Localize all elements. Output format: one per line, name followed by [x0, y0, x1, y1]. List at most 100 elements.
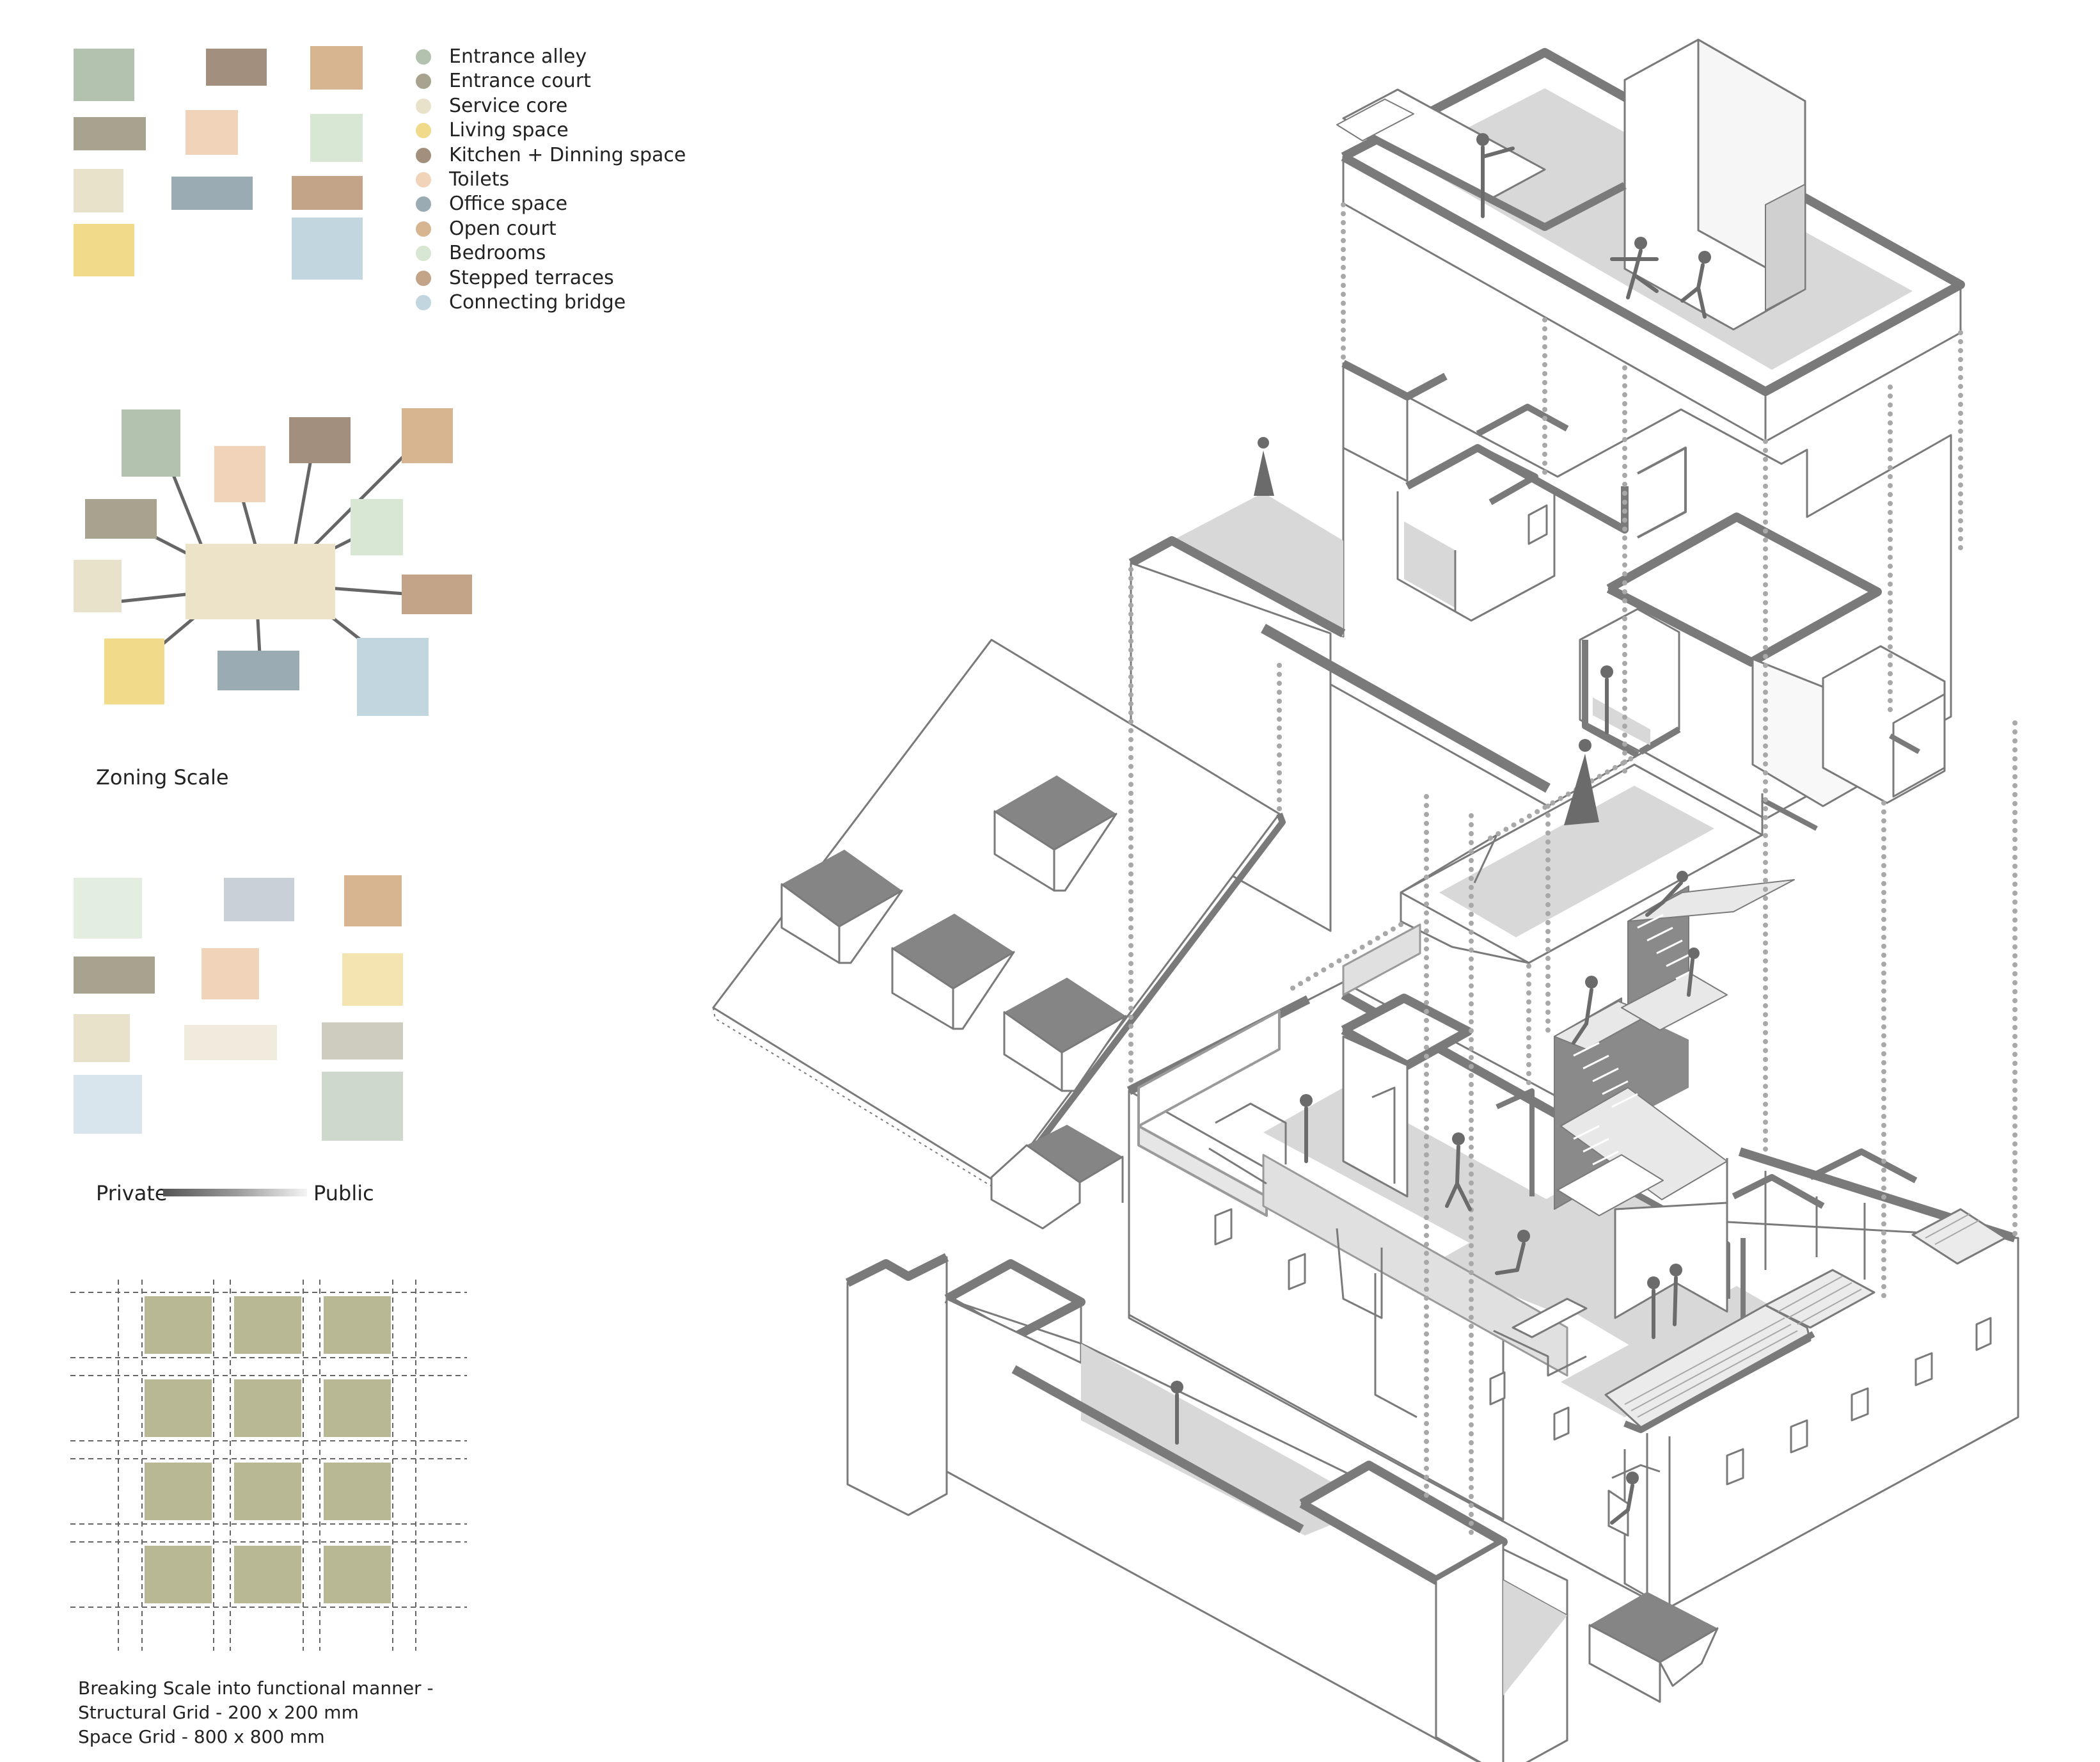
legend-dot — [416, 172, 431, 187]
person-figure — [1670, 1264, 1682, 1326]
legend-dot — [416, 196, 431, 212]
private-label: Private — [96, 1181, 168, 1205]
swatch — [224, 878, 294, 921]
legend-item: Service core — [416, 94, 567, 118]
legend-item: Open court — [416, 217, 557, 241]
swatch — [201, 948, 259, 999]
legend-item: Bedrooms — [416, 241, 546, 266]
dotted-alignment-lines — [1128, 202, 2017, 1538]
grid-cell — [145, 1379, 212, 1437]
zoning-caption: Zoning Scale — [96, 765, 229, 790]
legend-label: Office space — [449, 193, 568, 215]
person-figure — [1647, 1276, 1660, 1339]
person-figure — [1254, 437, 1274, 496]
vertical-louvres — [1137, 923, 1568, 1377]
privacy-gradient-bar — [163, 1189, 307, 1196]
grid-note-3: Space Grid - 800 x 800 mm — [78, 1726, 325, 1747]
zone-open-court — [402, 408, 453, 463]
swatch — [344, 875, 402, 926]
swatch — [74, 1075, 142, 1134]
entrance-alley-level — [845, 1253, 1719, 1762]
grid-cell — [234, 1463, 301, 1520]
legend-label: Kitchen + Dinning space — [449, 144, 686, 166]
legend-item: Stepped terraces — [416, 266, 614, 290]
grid-cell — [324, 1546, 391, 1603]
legend-label: Entrance alley — [449, 45, 587, 68]
legend-dot — [416, 246, 431, 261]
legend-item: Entrance court — [416, 69, 591, 93]
skylight — [1003, 978, 1127, 1092]
grid-note-1: Breaking Scale into functional manner - — [78, 1678, 434, 1699]
person-figure — [1171, 1381, 1183, 1445]
swatch — [310, 46, 363, 90]
staircase-block — [1554, 879, 1795, 1216]
swatch — [184, 1025, 277, 1060]
grid-cell — [234, 1546, 301, 1603]
windows — [1214, 1208, 1992, 1486]
swatch — [74, 1014, 130, 1062]
upper-floor-level — [1128, 360, 1952, 964]
person-figure — [1645, 871, 1688, 917]
legend-label: Toilets — [449, 168, 510, 191]
swatch — [74, 117, 146, 150]
person-figure — [1495, 1230, 1530, 1275]
person-figure — [1610, 237, 1659, 299]
stair-treads — [1573, 914, 1702, 1179]
legend-item: Entrance alley — [416, 45, 587, 69]
swatch — [74, 878, 142, 939]
zone-stepped-terraces — [402, 575, 472, 614]
swatch — [74, 49, 134, 101]
zone-office — [217, 651, 299, 690]
ground-floor-level — [1126, 923, 2019, 1610]
legend-label: Bedrooms — [449, 242, 546, 264]
swatch — [310, 114, 363, 162]
structural-grid-diagram — [70, 1280, 467, 1651]
legend-dot — [416, 295, 431, 310]
hub-living-space — [186, 544, 335, 619]
legend-dot — [416, 49, 431, 65]
legend-label: Entrance court — [449, 70, 591, 92]
grid-note-2: Structural Grid - 200 x 200 mm — [78, 1702, 359, 1723]
swatch — [342, 953, 403, 1006]
slatted-canopy — [1624, 1213, 1980, 1418]
legend-label: Stepped terraces — [449, 267, 614, 289]
skylight — [891, 914, 1015, 1030]
legend-dot — [416, 74, 431, 89]
person-figure — [1445, 1132, 1472, 1211]
swatch — [322, 1072, 403, 1141]
legend-dot — [416, 99, 431, 114]
grid-cell — [145, 1296, 212, 1354]
pitched-roof-skylights — [712, 639, 1286, 1230]
grid-cell — [324, 1296, 391, 1354]
human-figures — [1171, 133, 1711, 1525]
person-figure — [1600, 665, 1613, 734]
swatch — [171, 177, 253, 210]
legend-item: Kitchen + Dinning space — [416, 143, 686, 168]
swatch — [74, 956, 155, 994]
grid-cell — [234, 1379, 301, 1437]
zone-bedrooms — [351, 499, 403, 555]
legend-dot — [416, 271, 431, 286]
grid-cell — [324, 1463, 391, 1520]
legend-dot — [416, 221, 431, 237]
grid-cell — [145, 1463, 212, 1520]
swatch — [292, 218, 363, 280]
swatch — [322, 1022, 403, 1060]
person-figure — [1572, 976, 1598, 1045]
legend-dot — [416, 148, 431, 163]
swatch — [74, 169, 123, 212]
person-figure — [1476, 133, 1515, 218]
grid-cell — [145, 1546, 212, 1603]
grid-cell — [324, 1379, 391, 1437]
zone-living-space — [104, 639, 164, 704]
legend-label: Service core — [449, 95, 568, 117]
swatch — [292, 176, 363, 210]
legend-item: Office space — [416, 192, 567, 216]
public-label: Public — [313, 1181, 374, 1205]
skylight — [780, 850, 903, 964]
legend-label: Connecting bridge — [449, 291, 626, 314]
legend-label: Open court — [449, 218, 557, 240]
swatch — [206, 49, 267, 86]
zone-entrance-alley — [122, 409, 180, 477]
person-figure — [1300, 1094, 1313, 1163]
